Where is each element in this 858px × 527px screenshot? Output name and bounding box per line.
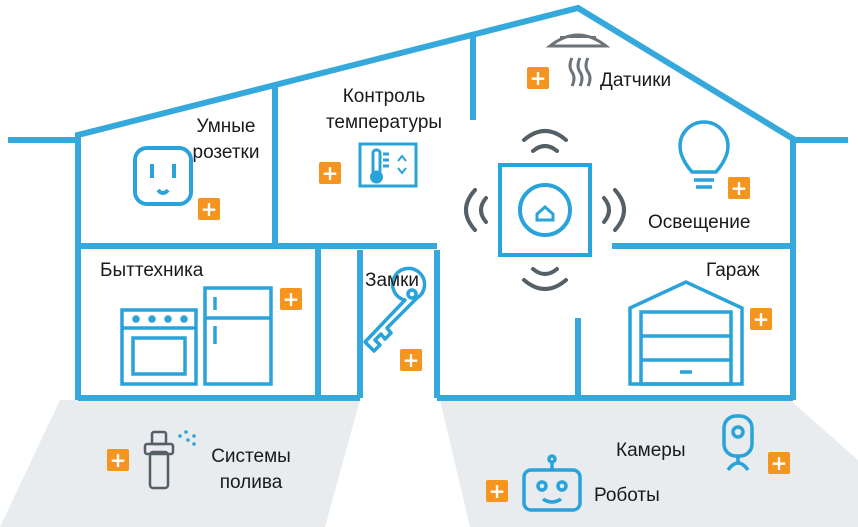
label-irrigation-line1: Системы xyxy=(211,446,291,467)
label-robots: Роботы xyxy=(594,485,660,506)
label-irrigation-line2: полива xyxy=(219,472,283,493)
house-outline xyxy=(8,4,848,401)
key-icon xyxy=(363,266,427,353)
camera-icon xyxy=(722,414,754,472)
robot-icon xyxy=(522,454,582,512)
label-sensors: Датчики xyxy=(600,70,672,91)
hub-icon xyxy=(464,129,626,291)
add-appliances-button[interactable]: + xyxy=(280,288,302,310)
sprinkler-icon xyxy=(143,430,196,490)
add-lighting-button[interactable]: + xyxy=(728,177,750,199)
ground-left xyxy=(0,400,360,527)
add-irrigation-button[interactable]: + xyxy=(107,449,129,471)
add-robots-button[interactable]: + xyxy=(486,480,508,502)
label-appliances: Быттехника xyxy=(100,260,204,281)
thermostat-icon xyxy=(358,142,418,188)
label-cameras: Камеры xyxy=(616,440,686,461)
label-temperature-line1: Контроль xyxy=(342,86,426,107)
add-locks-button[interactable]: + xyxy=(400,349,422,371)
label-smart-sockets: Умные розетки xyxy=(176,114,276,166)
garage-door-icon xyxy=(628,280,744,386)
oven-icon xyxy=(120,308,198,386)
label-garage: Гараж xyxy=(706,260,760,281)
label-smart-sockets-line1: Умные xyxy=(196,116,256,137)
label-temperature-line2: температуры xyxy=(325,112,443,133)
bulb-icon xyxy=(678,120,730,189)
label-irrigation: Системы полива xyxy=(196,444,306,496)
add-garage-button[interactable]: + xyxy=(750,308,772,330)
label-lighting: Освещение xyxy=(648,212,751,233)
label-smart-sockets-line2: розетки xyxy=(192,142,260,163)
socket-icon xyxy=(133,146,193,206)
smoke-sensor-icon xyxy=(545,33,611,87)
fridge-icon xyxy=(203,286,273,386)
add-sensors-button[interactable]: + xyxy=(527,67,549,89)
add-smart-sockets-button[interactable]: + xyxy=(198,198,220,220)
label-locks: Замки xyxy=(365,270,420,291)
add-cameras-button[interactable]: + xyxy=(768,452,790,474)
label-temperature: Контроль температуры xyxy=(304,84,464,136)
add-temperature-button[interactable]: + xyxy=(319,162,341,184)
